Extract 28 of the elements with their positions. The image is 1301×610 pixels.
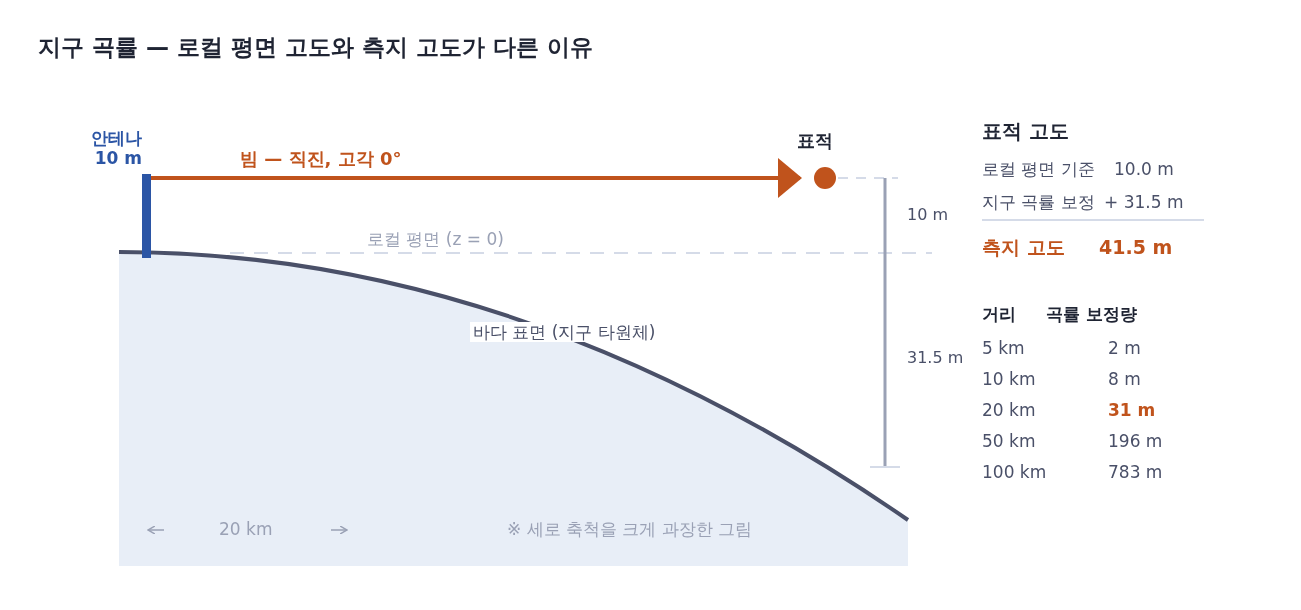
table-text: 10 km xyxy=(982,369,1036,390)
antenna-label: 안테나 10 m xyxy=(90,128,142,169)
edge-label: 빔 — 직진, 고각 0° xyxy=(240,148,402,170)
dimension-label: 10 m xyxy=(907,205,949,225)
row-label: 지구 곡률 보정 xyxy=(982,192,1095,213)
table-text: 5 km xyxy=(982,338,1025,359)
target-label: 표적 xyxy=(797,130,833,152)
beam-arrow xyxy=(151,158,802,198)
result-label: 측지 고도 xyxy=(982,236,1065,259)
column-header: 곡률 보정량 xyxy=(1046,304,1137,325)
row-label: 로컬 평면 기준 xyxy=(982,159,1095,180)
table-text: 100 km xyxy=(982,462,1047,483)
table-text: 20 km xyxy=(982,400,1036,421)
table-text: 783 m xyxy=(1108,462,1163,483)
table-text: 31 m xyxy=(1108,400,1156,421)
table-text: 50 km xyxy=(982,431,1036,452)
row-value: + 31.5 m xyxy=(1104,192,1184,213)
title: 지구 곡률 — 로컬 평면 고도와 측지 고도가 다른 이유 xyxy=(38,34,594,62)
table-text: 196 m xyxy=(1108,431,1163,452)
dimension-label: 20 km xyxy=(219,519,273,540)
column-header: 거리 xyxy=(982,304,1016,325)
table-text: 2 m xyxy=(1108,338,1141,359)
note: ※ 세로 축척을 크게 과장한 그림 xyxy=(507,519,753,540)
result-value: 41.5 m xyxy=(1099,236,1173,259)
panel-heading: 표적 고도 xyxy=(982,119,1069,143)
table-text: 8 m xyxy=(1108,369,1141,390)
dimension-label: 31.5 m xyxy=(907,348,964,368)
row-value: 10.0 m xyxy=(1114,159,1174,180)
